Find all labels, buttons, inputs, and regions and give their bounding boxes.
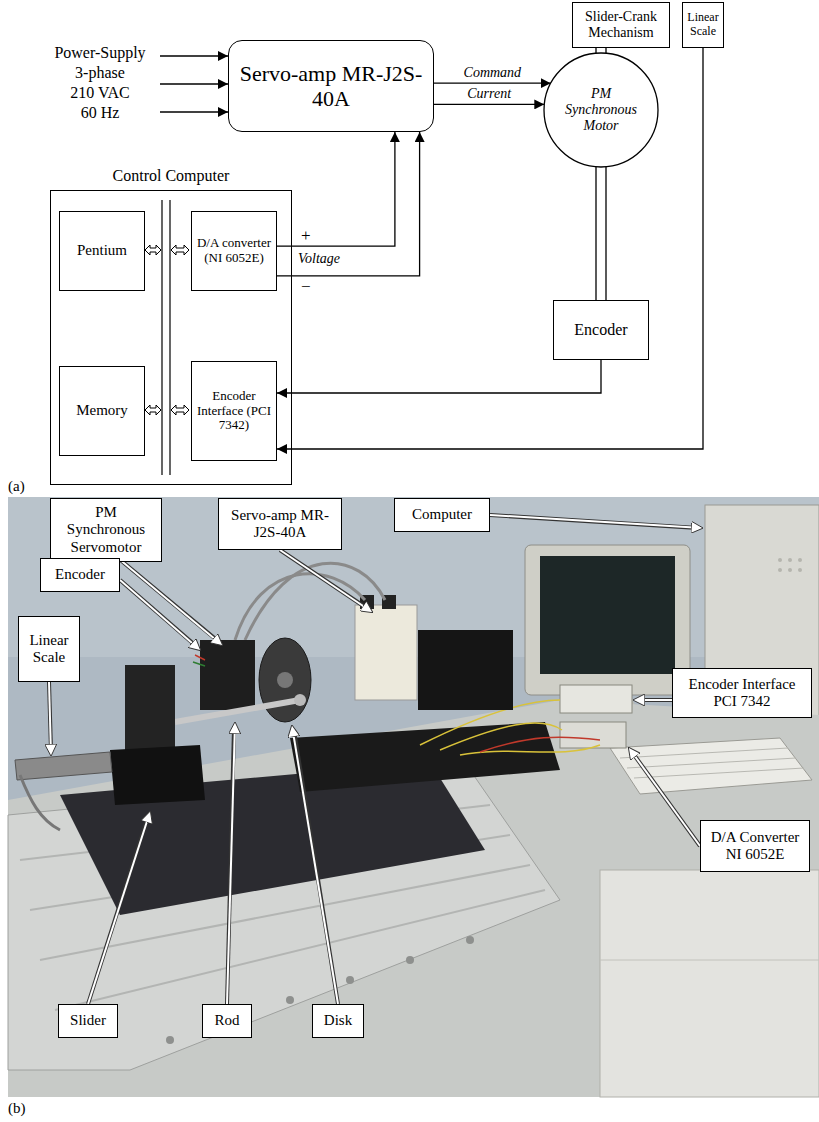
encoder-box: Encoder: [553, 300, 649, 360]
edge-label: Current: [467, 86, 511, 102]
node-text: Rod: [214, 1012, 239, 1029]
connector-line: [595, 48, 596, 53]
connector-line: [277, 132, 395, 246]
motor-circle: PM Synchronous Motor: [543, 52, 659, 168]
servo-amp-box: Servo-amp MR-J2S-40A: [228, 40, 434, 132]
node-text: D/A Converter NI 6052E: [705, 829, 805, 864]
cpu-box: Pentium: [59, 211, 145, 291]
node-text: Slider: [70, 1012, 106, 1029]
connector: [596, 167, 606, 300]
callout-box: Encoder Interface PCI 7342: [672, 668, 812, 718]
connector-line: [277, 360, 601, 393]
sensor-box: Linear Scale: [682, 2, 724, 48]
node-text: PM Synchronous Servomotor: [55, 504, 157, 556]
panel-label: (b): [8, 1100, 26, 1117]
edge-label: +: [301, 226, 311, 246]
node-text: Computer: [412, 506, 472, 523]
node-text: PM Synchronous Motor: [558, 86, 644, 134]
mechanism-box: Slider-Crank Mechanism: [572, 2, 670, 48]
connector-line: [434, 104, 544, 105]
heading: Control Computer: [51, 167, 291, 185]
connector-line: [595, 167, 596, 300]
connector-line: [434, 83, 551, 84]
panel-label: (a): [8, 478, 25, 495]
connector-line: [605, 48, 606, 53]
node-text: Disk: [324, 1012, 352, 1029]
circle-shape: [544, 53, 658, 167]
photo: [8, 497, 819, 1097]
callout-box: Rod: [202, 1004, 252, 1038]
node-text: Memory: [76, 402, 128, 419]
node-text: Encoder Interface (PCI 7342): [196, 389, 272, 434]
connector: [277, 132, 420, 276]
connector: [434, 83, 551, 84]
callout-box: Computer: [394, 498, 490, 532]
connector-line: [605, 167, 606, 300]
power-wires: [160, 56, 228, 112]
interface-box: Encoder Interface (PCI 7342): [191, 361, 277, 461]
leader-lines: [49, 515, 702, 1004]
node-text: Servo-amp MR-J2S-40A: [237, 61, 425, 112]
node-text: Slider-Crank Mechanism: [576, 9, 666, 41]
bus: [162, 200, 170, 475]
supply-label: 210 VAC: [40, 84, 160, 102]
callout-box: Disk: [312, 1004, 364, 1038]
node-text: Encoder: [574, 321, 627, 339]
node-text: Servo-amp MR-J2S-40A: [223, 507, 337, 542]
connector: [277, 132, 395, 246]
callout-box: Encoder: [40, 558, 120, 592]
node-text: D/A converter (NI 6052E): [196, 236, 272, 266]
callout-box: Slider: [58, 1004, 118, 1038]
supply-label: 60 Hz: [40, 104, 160, 122]
node-text: Encoder Interface PCI 7342: [677, 676, 807, 711]
callout-box: Linear Scale: [18, 616, 80, 682]
dac-box: D/A converter (NI 6052E): [191, 211, 277, 291]
callout-box: Servo-amp MR-J2S-40A: [218, 498, 342, 550]
connector: [434, 104, 544, 105]
edge-label: Command: [464, 65, 522, 81]
connector-line: [277, 132, 420, 276]
callout-box: D/A Converter NI 6052E: [700, 820, 810, 872]
signal-label: Voltage: [298, 251, 340, 267]
node-text: Linear Scale: [685, 11, 721, 39]
callout-box: PM Synchronous Servomotor: [50, 498, 162, 562]
node-text: Linear Scale: [23, 632, 75, 667]
connector: [277, 360, 601, 393]
supply-label: 3-phase: [40, 64, 160, 82]
computer-frame: Control ComputerPentiumMemoryD/A convert…: [50, 190, 292, 485]
node-text: Encoder: [55, 566, 105, 583]
node-text: Pentium: [77, 242, 127, 259]
bus-arrows: [145, 245, 189, 415]
supply-label: Power-Supply: [40, 44, 160, 62]
memory-box: Memory: [59, 366, 145, 456]
edge-label: −: [301, 277, 311, 297]
